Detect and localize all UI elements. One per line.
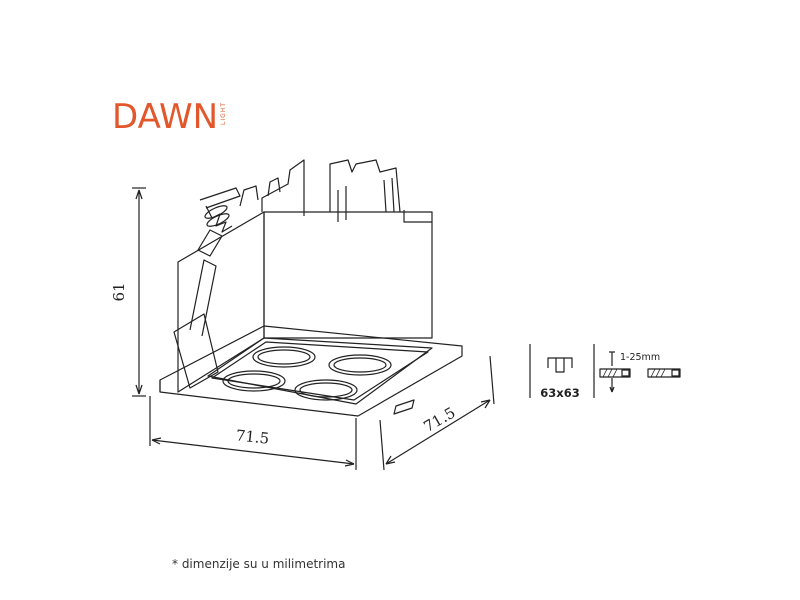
brand-name: DAWN	[112, 97, 219, 137]
width-dimension	[149, 396, 357, 470]
lens-4	[294, 379, 358, 401]
trim-plate	[159, 325, 463, 417]
lens-1	[252, 346, 316, 368]
height-dimension	[132, 187, 146, 397]
cutout-icon	[547, 357, 573, 368]
width-label: 71.5	[235, 426, 270, 447]
depth-dimension	[379, 355, 495, 471]
spring-clip	[173, 187, 241, 389]
height-label: 61	[110, 282, 128, 301]
brand-logo: DAWN LIGHT	[112, 98, 227, 136]
installation-info	[529, 344, 681, 398]
lens-2	[328, 354, 392, 376]
mounting-range-label: 1-25mm	[620, 352, 660, 363]
lens-3	[222, 370, 286, 392]
ceiling-thickness-icon	[599, 351, 681, 393]
footnote: * dimenzije su u milimetrima	[172, 557, 346, 571]
cutout-label: 63x63	[540, 386, 579, 400]
led-lenses	[222, 346, 392, 401]
